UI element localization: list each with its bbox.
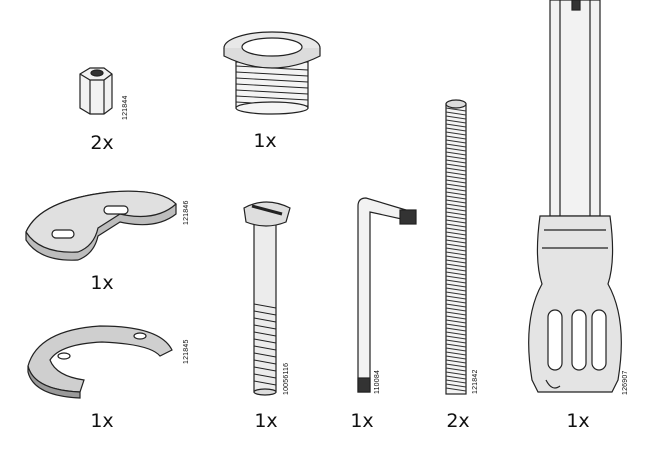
rod-thread-line	[445, 319, 467, 324]
rod-thread-line	[445, 239, 467, 244]
rod-thread-line	[445, 311, 467, 316]
rod-thread-line	[445, 343, 467, 348]
rod-thread-line	[445, 231, 467, 236]
rod-thread-line	[445, 147, 467, 152]
rod-thread-line	[445, 327, 467, 332]
rod-thread-line	[445, 387, 467, 392]
rod-thread-line	[445, 155, 467, 160]
rod-thread-line	[445, 379, 467, 384]
rod-thread-line	[445, 287, 467, 292]
qty-hexkey: 1x	[350, 410, 374, 432]
rod-thread-line	[445, 183, 467, 188]
rod-thread-line	[445, 267, 467, 272]
rod-thread-line	[445, 335, 467, 340]
rod-thread-line	[445, 215, 467, 220]
rod-thread-line	[445, 283, 467, 288]
rod-thread-line	[445, 135, 467, 140]
rod-thread-line	[445, 331, 467, 336]
rod-thread-line	[445, 299, 467, 304]
rod-thread-line	[445, 351, 467, 356]
rod-thread-line	[445, 207, 467, 212]
rod-thread-line	[445, 235, 467, 240]
rod-thread-line	[445, 211, 467, 216]
part-code-tool: 126907	[622, 370, 629, 395]
rod-thread-line	[445, 323, 467, 328]
rod-thread-line	[445, 163, 467, 168]
rod-thread-line	[445, 187, 467, 192]
rod-thread-line	[445, 107, 467, 112]
rod-thread-line	[445, 303, 467, 308]
rod-thread-line	[445, 151, 467, 156]
rod-thread-line	[445, 375, 467, 380]
rod-thread-line	[445, 371, 467, 376]
rod-thread-line	[445, 271, 467, 276]
qty-rod: 2x	[446, 410, 470, 432]
rod-thread-line	[445, 123, 467, 128]
qty-washer: 1x	[90, 410, 114, 432]
rod-thread-line	[445, 191, 467, 196]
rod-thread-line	[445, 339, 467, 344]
rod-thread-line	[445, 227, 467, 232]
rod-thread-line	[445, 247, 467, 252]
rod-thread-line	[445, 315, 467, 320]
rod-thread-line	[445, 291, 467, 296]
rod-thread-line	[445, 115, 467, 120]
rod-thread-line	[445, 363, 467, 368]
rod-thread-line	[445, 111, 467, 116]
rod-thread-line	[445, 263, 467, 268]
rod-thread-line	[445, 179, 467, 184]
rod-thread-line	[445, 175, 467, 180]
rod-thread-line	[445, 359, 467, 364]
rod-thread-line	[445, 167, 467, 172]
rod-thread-line	[445, 171, 467, 176]
rod-thread-line	[445, 367, 467, 372]
rod-thread-line	[445, 243, 467, 248]
rod-thread-line	[445, 199, 467, 204]
rod-thread-line	[445, 383, 467, 388]
rod-thread-line	[445, 119, 467, 124]
rod-thread-line	[445, 279, 467, 284]
rod-thread-line	[445, 307, 467, 312]
qty-flange: 1x	[253, 130, 277, 152]
rod-thread-line	[445, 295, 467, 300]
rod-thread-line	[445, 355, 467, 360]
rod-thread-line	[445, 127, 467, 132]
rod-thread-line	[445, 131, 467, 136]
qty-nut: 2x	[90, 132, 114, 154]
rod-thread-line	[445, 203, 467, 208]
rod-thread-line	[445, 223, 467, 228]
rod-thread-line	[445, 195, 467, 200]
rod-thread-line	[445, 143, 467, 148]
rod-thread-line	[445, 219, 467, 224]
rod-thread-line	[445, 255, 467, 260]
rod-thread-line	[445, 347, 467, 352]
rod-thread-line	[445, 159, 467, 164]
rod-thread-line	[445, 275, 467, 280]
rod-thread-line	[445, 139, 467, 144]
qty-tool: 1x	[566, 410, 590, 432]
qty-plate: 1x	[90, 272, 114, 294]
rod-thread-line	[445, 259, 467, 264]
qty-bolt: 1x	[254, 410, 278, 432]
rod-thread-line	[445, 251, 467, 256]
